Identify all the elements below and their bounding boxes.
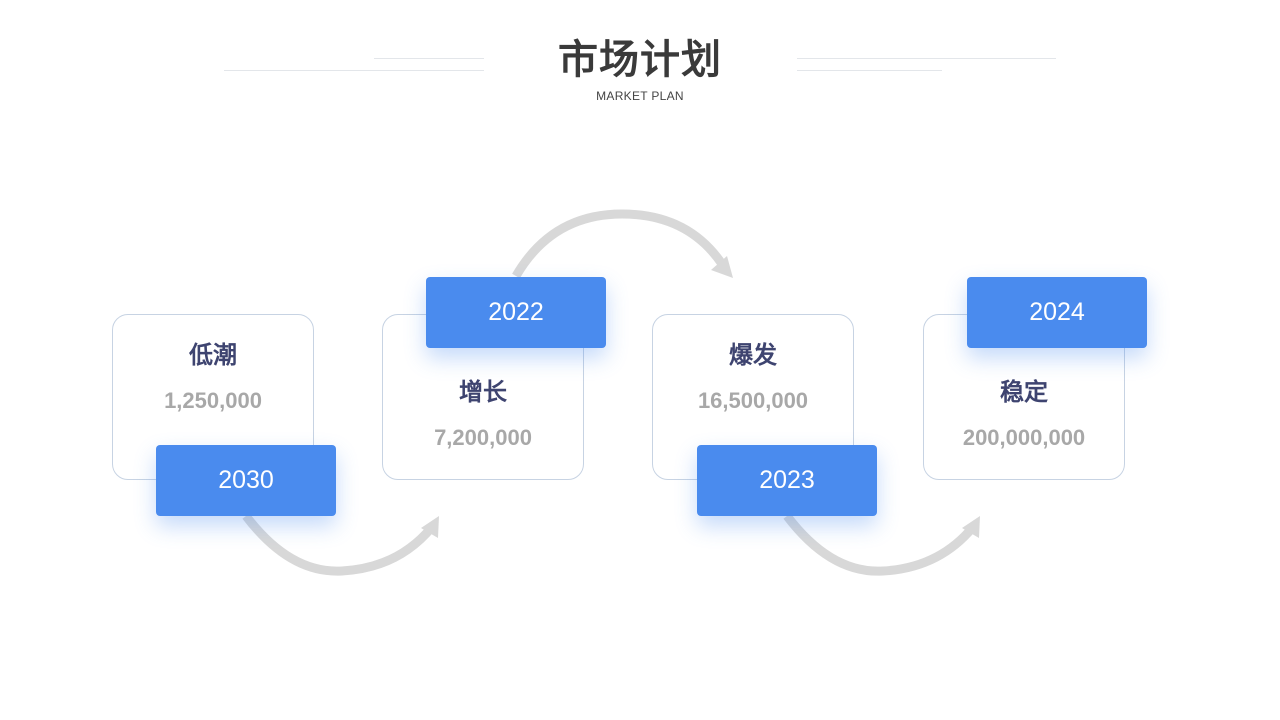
page-subtitle: MARKET PLAN [596, 89, 684, 103]
stage-label: 稳定 [1000, 379, 1048, 406]
stage-year-badge-1: 2030 [156, 445, 336, 516]
arrowhead-3 [962, 516, 980, 538]
stage-label: 爆发 [729, 342, 777, 369]
header-line-left-short [374, 58, 484, 59]
stage-value: 200,000,000 [962, 425, 1086, 450]
stage-label: 增长 [459, 379, 507, 406]
stage-value: 1,250,000 [164, 388, 262, 413]
header-line-right-short [797, 70, 942, 71]
stage-label: 低潮 [189, 342, 237, 369]
arrow-curve-1 [242, 513, 436, 576]
header-line-left-long [224, 70, 484, 71]
stage-value: 16,500,000 [697, 388, 809, 413]
page-title: 市场计划 [558, 38, 722, 82]
header-line-right-long [797, 58, 1056, 59]
stage-value: 7,200,000 [434, 425, 532, 450]
arrowhead-1 [421, 516, 439, 538]
stage-year-badge-2: 2022 [426, 277, 606, 348]
arrow-curve-2 [512, 209, 726, 279]
arrowhead-2 [711, 256, 733, 278]
arrow-curve-3 [783, 513, 977, 576]
stage-year-badge-3: 2023 [697, 445, 877, 516]
stage-year-badge-4: 2024 [967, 277, 1147, 348]
